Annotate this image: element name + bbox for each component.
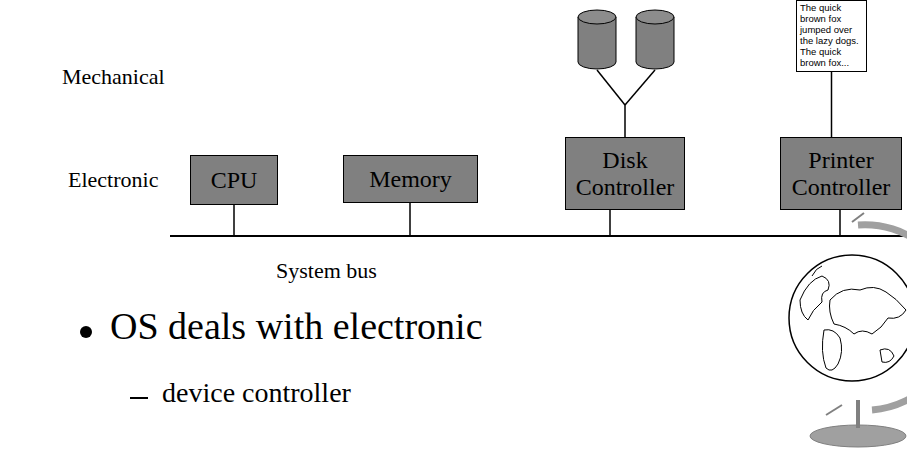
memory-box: Memory <box>343 155 478 203</box>
controller-box: Printer Controller <box>780 137 902 210</box>
box-label: CPU <box>211 167 258 193</box>
bus-label: System bus <box>276 258 377 284</box>
page-text: The quick brown fox jumped over the lazy… <box>800 3 863 69</box>
box-label: Disk Controller <box>570 147 680 200</box>
globe-icon <box>789 213 907 447</box>
bus-tap <box>839 210 841 236</box>
bus-tap <box>609 210 611 236</box>
bus-tap <box>233 205 235 236</box>
box-label: Printer Controller <box>785 147 897 200</box>
controller-box: Disk Controller <box>565 137 685 210</box>
cpu-box: CPU <box>190 155 278 205</box>
level-label: Electronic <box>68 167 158 193</box>
bus-tap <box>409 203 411 236</box>
sub-bullet-text: device controller <box>162 377 351 409</box>
connector-line <box>831 72 833 137</box>
sub-bullet-dash <box>130 397 148 399</box>
system-bus-line <box>170 235 907 237</box>
bullet-text: OS deals with electronic <box>110 304 483 348</box>
level-label: Mechanical <box>62 64 165 90</box>
printed-page: The quick brown fox jumped over the lazy… <box>796 0 867 72</box>
disk-drives <box>578 10 674 137</box>
bullet-dot <box>80 326 92 338</box>
box-label: Memory <box>369 166 452 192</box>
